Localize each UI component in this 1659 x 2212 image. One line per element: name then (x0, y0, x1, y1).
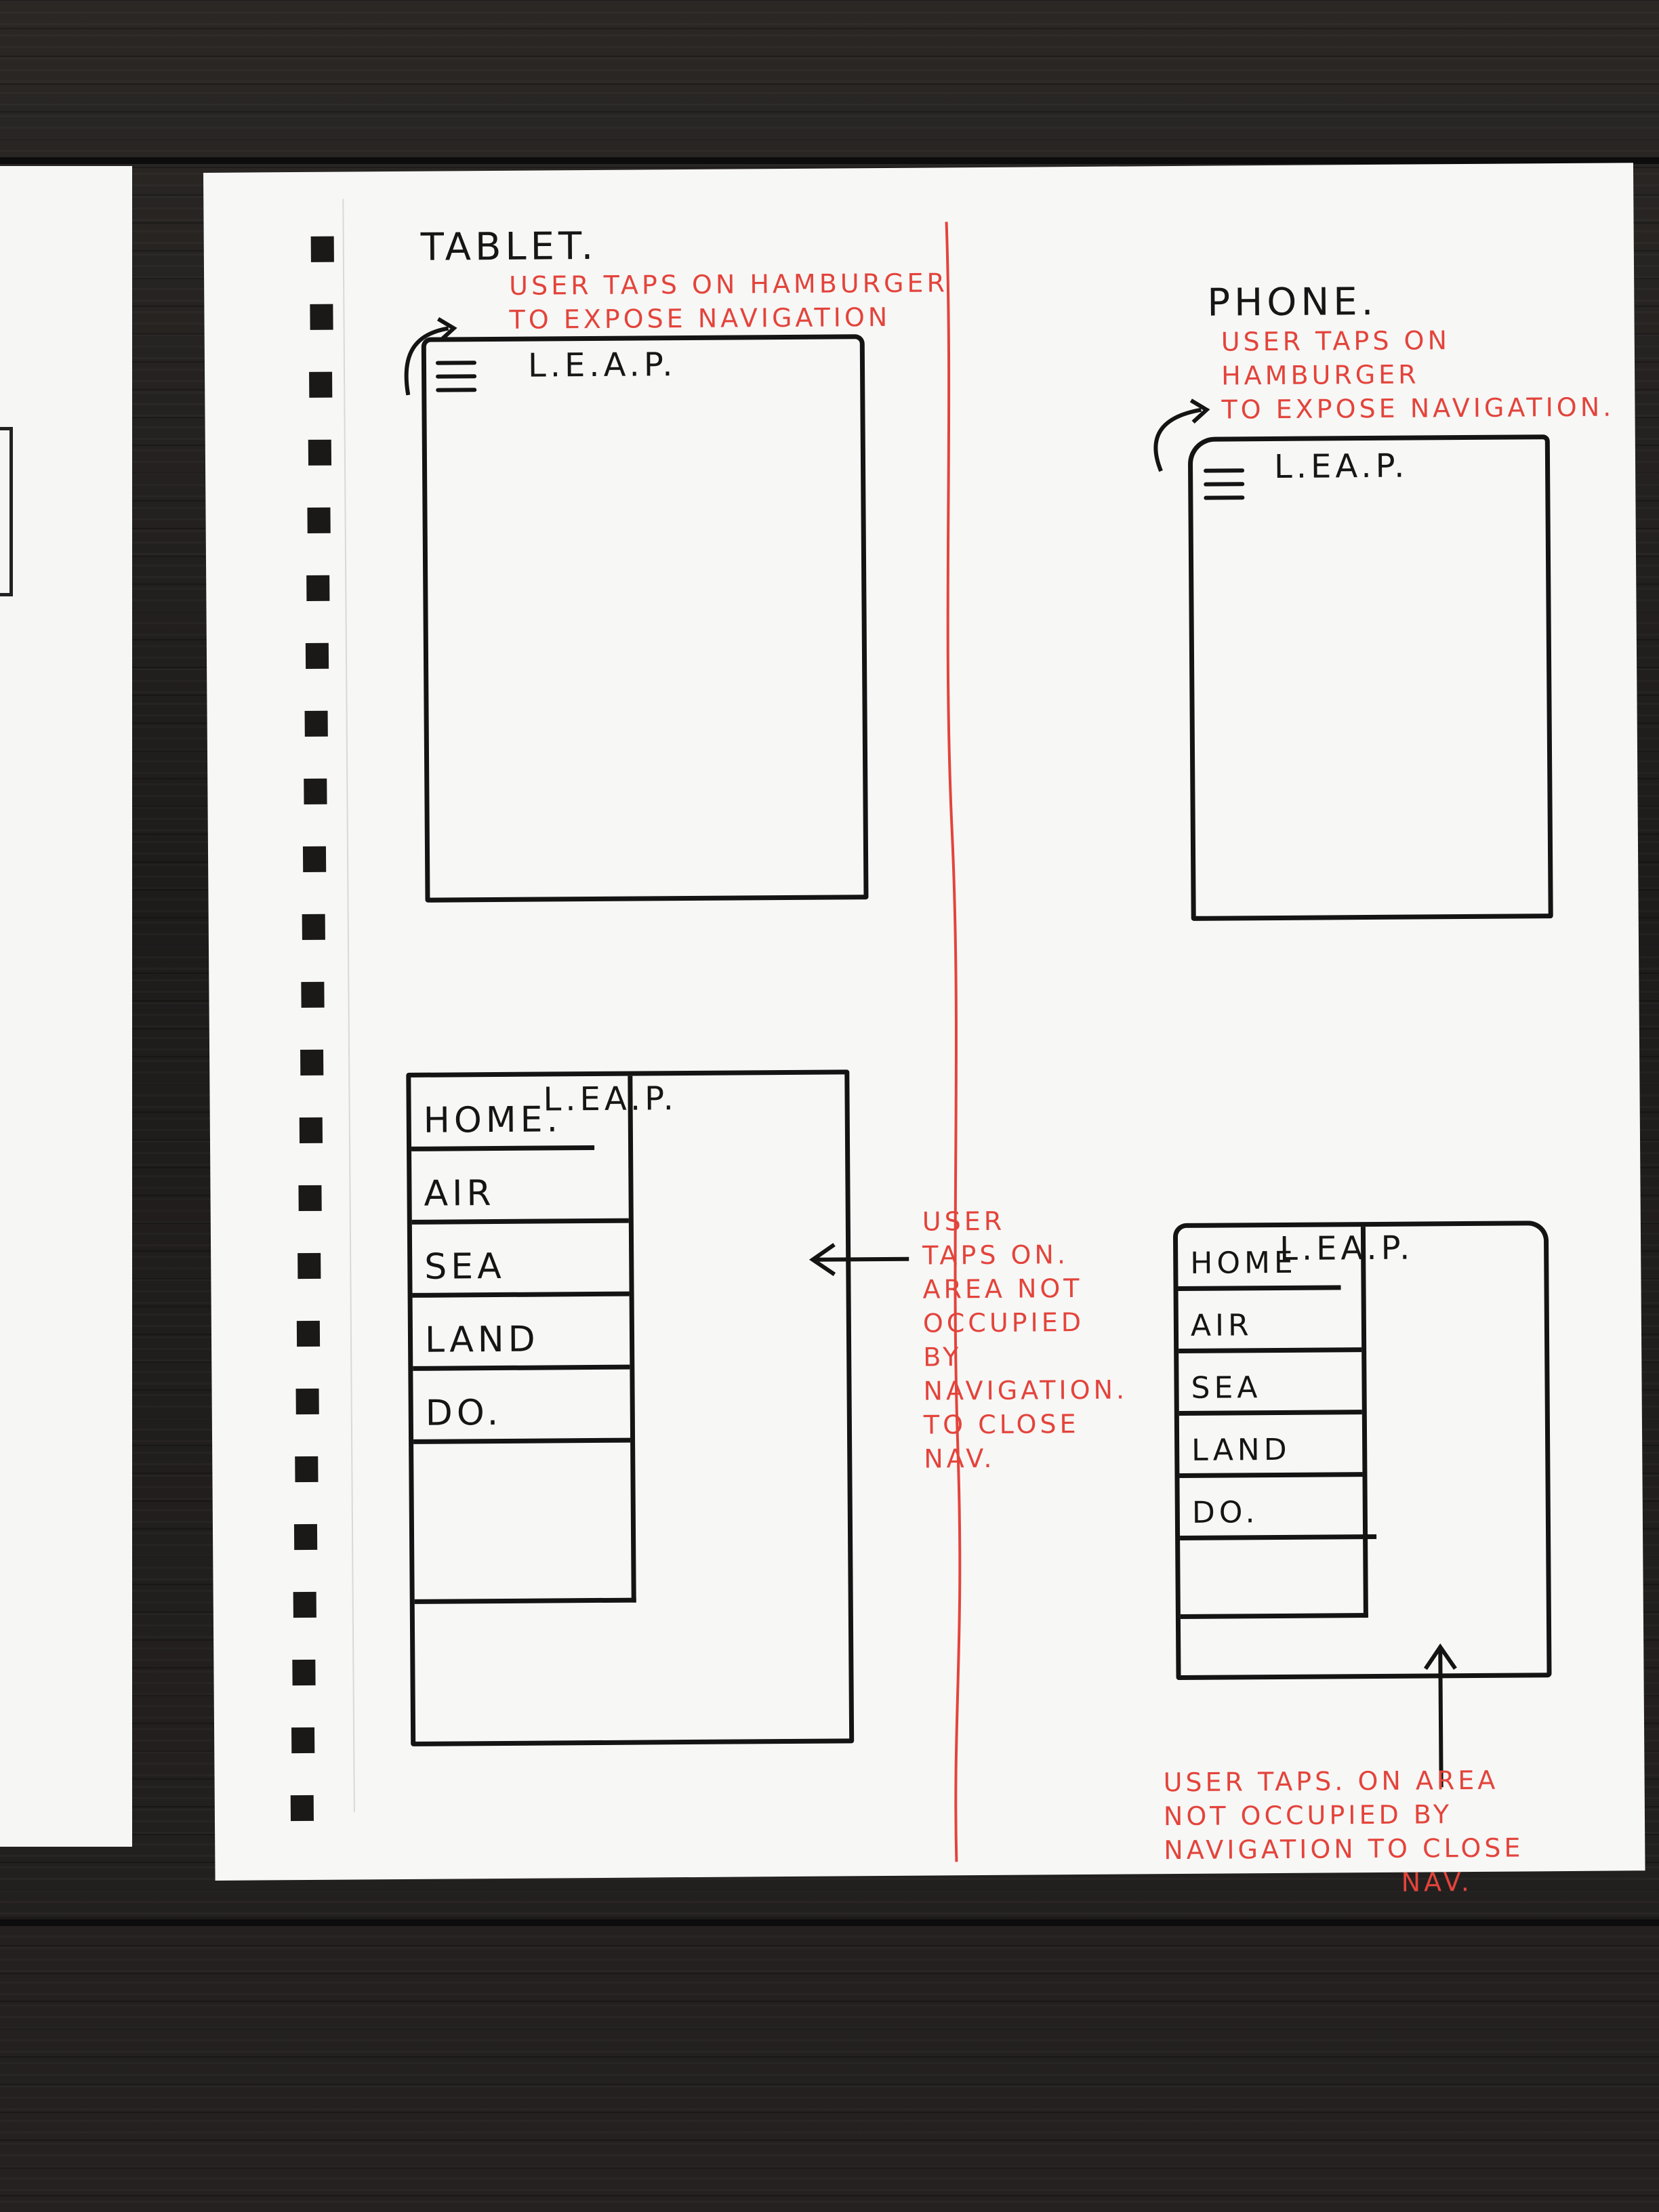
nav-item-label: DO. (1191, 1495, 1259, 1530)
hamburger-menu-icon[interactable] (435, 361, 477, 401)
binding-hole (295, 1456, 319, 1483)
note-line: USER TAPS. ON AREA (1163, 1765, 1499, 1798)
tap-arrow-icon (404, 317, 457, 396)
app-title: L.EA.P. (1273, 447, 1409, 486)
tablet-closed-frame: L.E.A.P. (421, 334, 869, 903)
note-line: USER TAPS ON (1221, 325, 1451, 357)
margin-line (342, 199, 355, 1812)
tablet-hamburger-note: USER TAPS ON HAMBURGER TO EXPOSE NAVIGAT… (509, 268, 949, 335)
phone-open-frame[interactable]: L.EA.P. HOME AIR SEA LAND DO. (1172, 1221, 1552, 1681)
nav-item-land[interactable]: LAND (1179, 1414, 1363, 1478)
phone-closed-frame: L.EA.P. (1187, 434, 1553, 921)
note-line: HAMBURGER (1221, 359, 1420, 391)
navigation-drawer: HOME AIR SEA LAND DO. (1177, 1227, 1377, 1619)
nav-item-air[interactable]: AIR (1178, 1289, 1362, 1353)
phone-close-note: USER TAPS. ON AREA NOT OCCUPIED BY NAVIG… (1163, 1763, 1523, 1901)
nav-item-home[interactable]: HOME (1177, 1227, 1341, 1291)
note-line: NOT OCCUPIED BY (1163, 1799, 1453, 1832)
nav-item-label: DO. (425, 1392, 503, 1434)
binding-hole (308, 439, 332, 466)
note-line: TAPS ON. (922, 1240, 1069, 1271)
nav-item-label: SEA (1191, 1370, 1262, 1406)
table-board-gap (0, 1919, 1659, 1926)
nav-item-label: SEA (424, 1246, 506, 1288)
tablet-close-note: USER TAPS ON. AREA NOT OCCUPIED BY NAVIG… (922, 1204, 1128, 1476)
nav-item-land[interactable]: LAND (412, 1295, 630, 1371)
binding-hole (306, 575, 330, 601)
binding-hole (309, 371, 333, 398)
binding-hole (292, 1659, 316, 1686)
nav-item-sea[interactable]: SEA (1179, 1351, 1362, 1416)
sketch-paper: TABLET. USER TAPS ON HAMBURGER TO EXPOSE… (203, 163, 1645, 1898)
note-line: TO CLOSE (923, 1409, 1080, 1440)
note-line: TO EXPOSE NAVIGATION. (1221, 392, 1615, 425)
left-arrow-icon (808, 1243, 909, 1277)
sketch-fragment (0, 427, 13, 596)
tablet-open-frame[interactable]: L.EA.P. HOME. AIR SEA LAND DO. (406, 1069, 855, 1746)
binding-hole (296, 1320, 321, 1347)
binding-hole (310, 236, 334, 262)
nav-item-label: HOME (1190, 1245, 1297, 1281)
nav-item-label: AIR (424, 1173, 495, 1214)
binding-hole (290, 1795, 314, 1822)
nav-item-do[interactable]: DO. (1179, 1475, 1377, 1540)
binding-hole (293, 1591, 316, 1618)
binding-hole (305, 642, 329, 669)
note-line: NAV. (924, 1443, 996, 1474)
binding-hole (298, 1252, 321, 1279)
hamburger-menu-icon[interactable] (1204, 468, 1245, 509)
adjacent-paper-sheet (0, 166, 132, 1847)
binding-hole (302, 914, 325, 941)
binding-hole (298, 1185, 322, 1212)
nav-item-home[interactable]: HOME. (411, 1076, 595, 1151)
nav-item-label: HOME. (423, 1099, 562, 1141)
binding-hole (293, 1523, 318, 1551)
nav-item-label: LAND (1191, 1432, 1291, 1468)
tap-arrow-icon (1153, 398, 1210, 472)
phone-heading: PHONE. (1207, 279, 1378, 325)
phone-hamburger-note: USER TAPS ON HAMBURGER TO EXPOSE NAVIGAT… (1221, 322, 1615, 426)
nav-item-sea[interactable]: SEA (411, 1222, 630, 1298)
nav-item-do[interactable]: DO. (413, 1368, 631, 1444)
note-line: OCCUPIED (922, 1307, 1085, 1338)
binding-hole (310, 304, 333, 330)
binding-hole (304, 710, 328, 737)
nav-item-label: AIR (1190, 1308, 1253, 1343)
binding-hole (300, 1049, 324, 1076)
red-divider-line (945, 222, 962, 1862)
binding-hole (304, 778, 327, 804)
note-line: NAVIGATION. (923, 1374, 1128, 1406)
nav-item-air[interactable]: AIR (411, 1149, 629, 1225)
note-line: AREA NOT (922, 1273, 1083, 1305)
note-line: NAV. (1401, 1866, 1473, 1898)
table-board-gap (0, 157, 1659, 164)
note-line: BY (923, 1342, 962, 1372)
navigation-drawer: HOME. AIR SEA LAND DO. (411, 1076, 636, 1604)
app-title: L.E.A.P. (527, 346, 677, 385)
up-arrow-icon (1423, 1643, 1457, 1788)
note-line: USER (922, 1206, 1006, 1237)
tablet-heading: TABLET. (420, 224, 598, 270)
binding-hole (291, 1727, 315, 1754)
binding-hole (307, 507, 331, 533)
nav-item-label: LAND (424, 1319, 539, 1361)
note-line: NAVIGATION TO CLOSE (1164, 1832, 1524, 1866)
binding-hole (295, 1388, 319, 1415)
binding-hole (299, 1117, 323, 1144)
binding-hole (302, 846, 327, 872)
binding-hole (301, 981, 325, 1008)
